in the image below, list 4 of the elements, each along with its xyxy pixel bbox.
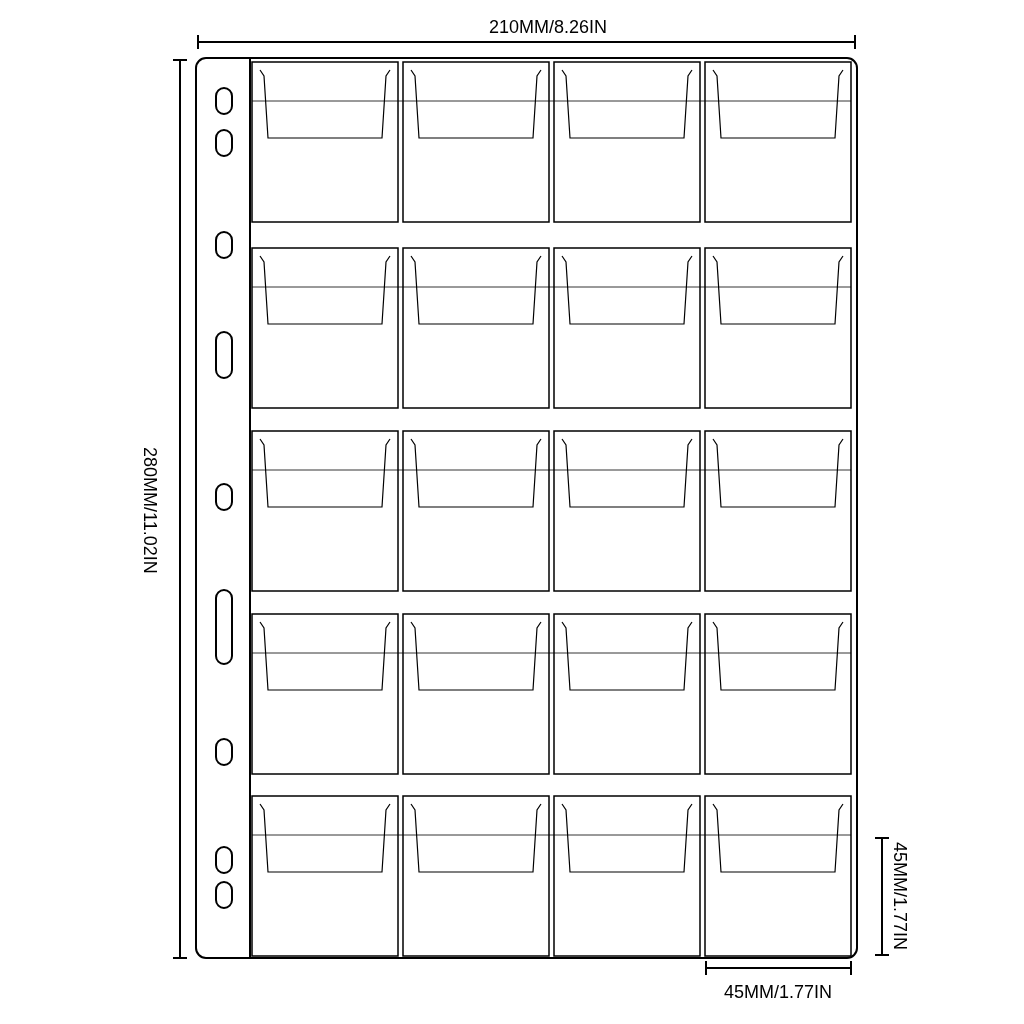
dimension-label: 280MM/11.02IN xyxy=(141,446,159,574)
dimension-label: 45MM/1.77IN xyxy=(891,842,909,951)
dimension-label: 210MM/8.26IN xyxy=(489,18,608,36)
dimension-label: 45MM/1.77IN xyxy=(724,983,833,1001)
